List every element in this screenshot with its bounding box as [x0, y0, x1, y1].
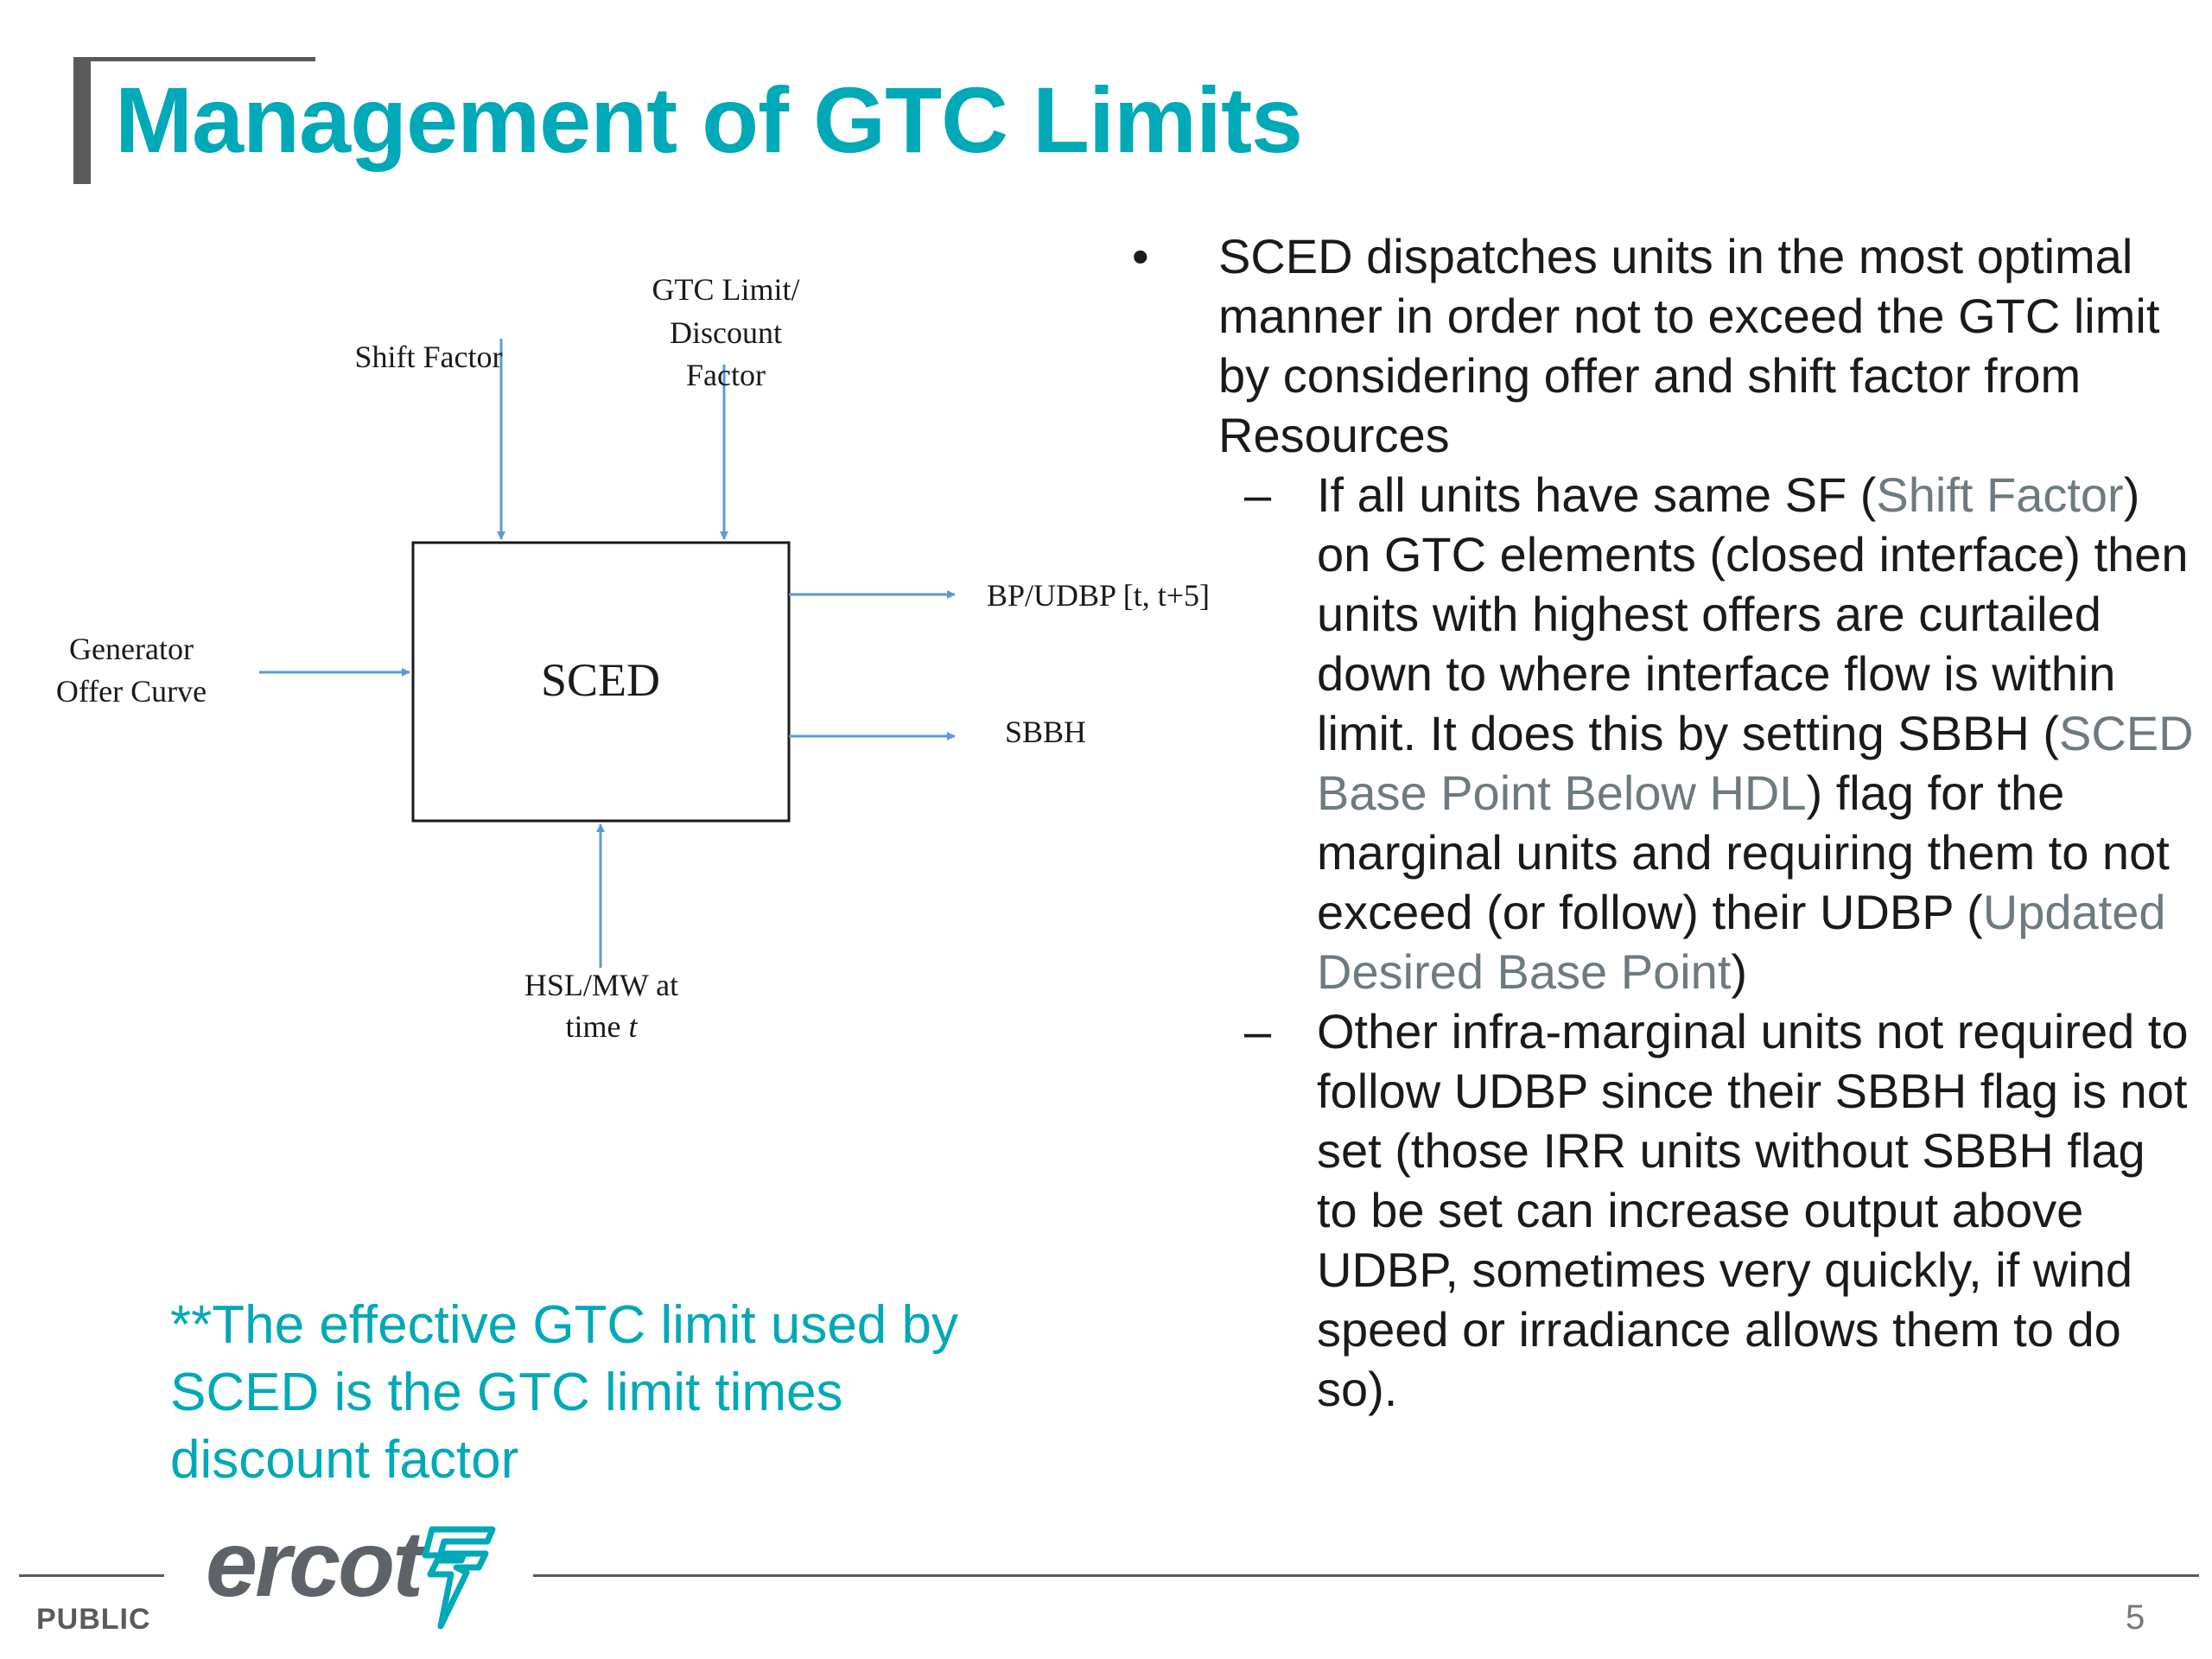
sced-diagram: SCED Shift Factor GTC Limit/ Discount Fa… [56, 272, 1210, 1044]
footer-divider-left [19, 1574, 164, 1577]
bullet-main-text: SCED dispatches units in the most optima… [1218, 229, 2160, 462]
sub1-text-d: ) [1731, 944, 1748, 999]
page-number: 5 [2126, 1599, 2145, 1637]
dash-marker: – [1244, 1004, 1272, 1058]
hsl-label-line1: HSL/MW at [524, 968, 678, 1002]
sbbh-definition: SCED Base Point Below HDL [1317, 706, 2194, 820]
bullet-list: • SCED dispatches units in the most opti… [1132, 226, 2195, 1419]
hsl-label-t: t [628, 1009, 638, 1044]
logo-wordmark: ercot [206, 1511, 423, 1616]
sub1-text-a: If all units have same SF ( [1317, 467, 1877, 522]
sub-bullet-2-text: Other infra-marginal units not required … [1317, 1004, 2189, 1416]
dash-marker: – [1244, 467, 1272, 522]
sbbh-label: SBBH [1005, 715, 1086, 749]
gtc-limit-label-line3: Factor [686, 358, 766, 392]
hsl-label-line2: time t [566, 1009, 639, 1044]
generator-label-line2: Offer Curve [56, 674, 207, 709]
title-accent-line [73, 57, 315, 61]
gtc-limit-label-line1: GTC Limit/ [652, 272, 800, 307]
sub1-text-c: ) flag for the marginal units and requir… [1317, 766, 2170, 939]
sced-block [411, 541, 791, 823]
sub-bullet-1: – If all units have same SF (Shift Facto… [1132, 465, 2195, 1001]
discount-factor-note: **The effective GTC limit used by SCED i… [170, 1292, 1034, 1494]
bp-udbp-label: BP/UDBP [t, t+5] [987, 578, 1210, 613]
note-text: **The effective GTC limit used by SCED i… [170, 1295, 958, 1490]
hsl-label-time: time [566, 1009, 629, 1044]
generator-label-line1: Generator [69, 632, 194, 666]
slide-title: Management of GTC Limits [115, 67, 1303, 172]
bullet-marker: • [1132, 229, 1149, 283]
footer-divider-right [533, 1574, 2199, 1577]
title-accent-bar [73, 57, 91, 184]
sf-definition: Shift Factor [1876, 467, 2124, 522]
classification-label: PUBLIC [36, 1603, 151, 1636]
bullet-main: • SCED dispatches units in the most opti… [1132, 226, 2195, 465]
sub-bullet-2: – Other infra-marginal units not require… [1132, 1001, 2195, 1419]
sub-bullet-1-text: If all units have same SF (Shift Factor)… [1317, 465, 2195, 1001]
udbp-definition: Updated Desired Base Point [1317, 885, 2166, 999]
gtc-limit-label-line2: Discount [670, 315, 782, 350]
sub1-text-b: ) on GTC elements (closed interface) the… [1317, 467, 2189, 760]
shift-factor-label: Shift Factor [355, 340, 503, 374]
sced-block-label: SCED [541, 654, 660, 706]
lightning-bolt-icon [422, 1526, 496, 1630]
